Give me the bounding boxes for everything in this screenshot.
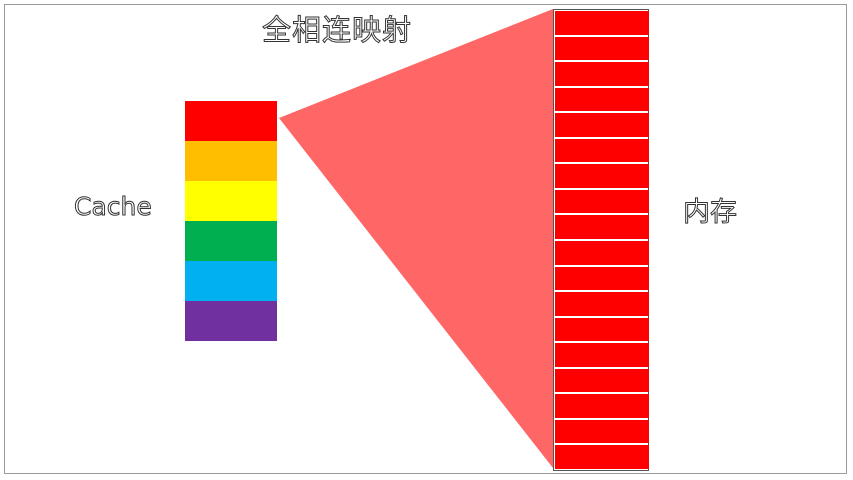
memory-block bbox=[555, 138, 649, 163]
diagram-title: 全相连映射 bbox=[261, 13, 413, 47]
cache-stack bbox=[185, 101, 277, 341]
memory-block bbox=[555, 266, 649, 291]
memory-block bbox=[555, 394, 649, 418]
memory-label: 内存 bbox=[683, 197, 738, 228]
memory-block bbox=[555, 215, 649, 239]
memory-block bbox=[555, 317, 649, 342]
cache-line bbox=[185, 261, 277, 301]
slide-frame bbox=[4, 4, 847, 474]
cache-line bbox=[185, 221, 277, 261]
cache-line bbox=[185, 301, 277, 341]
memory-block bbox=[555, 62, 649, 86]
memory-block bbox=[555, 113, 649, 137]
memory-block bbox=[555, 241, 649, 265]
cache-line bbox=[185, 181, 277, 221]
memory-block bbox=[555, 164, 649, 188]
memory-block bbox=[555, 11, 649, 35]
cache-line bbox=[185, 141, 277, 181]
memory-block bbox=[555, 36, 649, 61]
memory-block bbox=[555, 87, 649, 112]
mapping-wedge bbox=[279, 9, 553, 468]
memory-block bbox=[555, 419, 649, 444]
memory-block bbox=[555, 189, 649, 214]
memory-block bbox=[555, 368, 649, 393]
memory-stack bbox=[553, 9, 649, 471]
memory-block bbox=[555, 292, 649, 316]
memory-block bbox=[555, 445, 649, 469]
cache-label: Cache bbox=[74, 192, 153, 221]
memory-block bbox=[555, 343, 649, 367]
cache-line bbox=[185, 101, 277, 141]
